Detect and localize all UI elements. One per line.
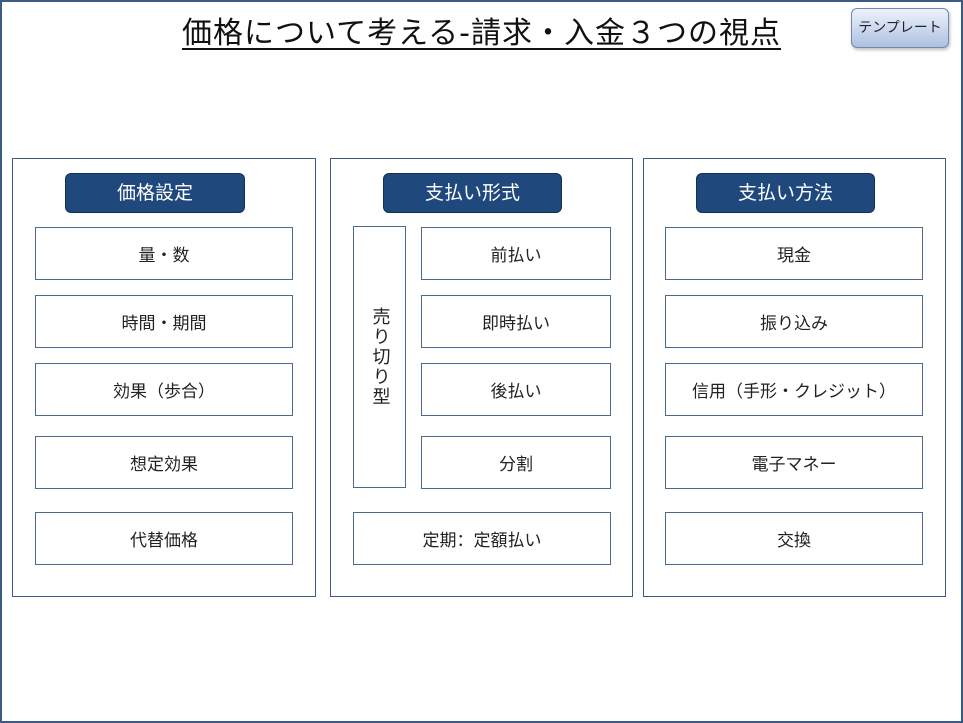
format-item-prepay: 前払い [421, 227, 611, 280]
pricing-item-effect: 効果（歩合） [35, 363, 293, 416]
pricing-item-alternative: 代替価格 [35, 512, 293, 565]
payment-method-header: 支払い方法 [696, 173, 875, 213]
method-item-emoney: 電子マネー [665, 436, 923, 489]
page-title: 価格について考える-請求・入金３つの視点 [181, 16, 782, 51]
format-item-subscription: 定期：定額払い [353, 512, 611, 565]
payment-method-panel: 支払い方法 現金 振り込み 信用（手形・クレジット） 電子マネー 交換 [643, 158, 946, 597]
one-time-sale-label: 売り切り型 [353, 226, 406, 488]
one-time-sale-text: 売り切り型 [369, 307, 391, 407]
method-item-cash: 現金 [665, 227, 923, 280]
pricing-item-time: 時間・期間 [35, 295, 293, 348]
method-item-barter: 交換 [665, 512, 923, 565]
method-item-transfer: 振り込み [665, 295, 923, 348]
pricing-item-expected-effect: 想定効果 [35, 436, 293, 489]
pricing-header: 価格設定 [65, 173, 245, 213]
payment-format-panel: 支払い形式 売り切り型 前払い 即時払い 後払い 分割 定期：定額払い [330, 158, 633, 597]
payment-format-header: 支払い形式 [383, 173, 562, 213]
pricing-item-quantity: 量・数 [35, 227, 293, 280]
format-item-postpay: 後払い [421, 363, 611, 416]
format-item-installment: 分割 [421, 436, 611, 489]
template-button[interactable]: テンプレート [851, 8, 949, 48]
method-item-credit: 信用（手形・クレジット） [665, 363, 923, 416]
format-item-immediate: 即時払い [421, 295, 611, 348]
pricing-panel: 価格設定 量・数 時間・期間 効果（歩合） 想定効果 代替価格 [12, 158, 316, 597]
